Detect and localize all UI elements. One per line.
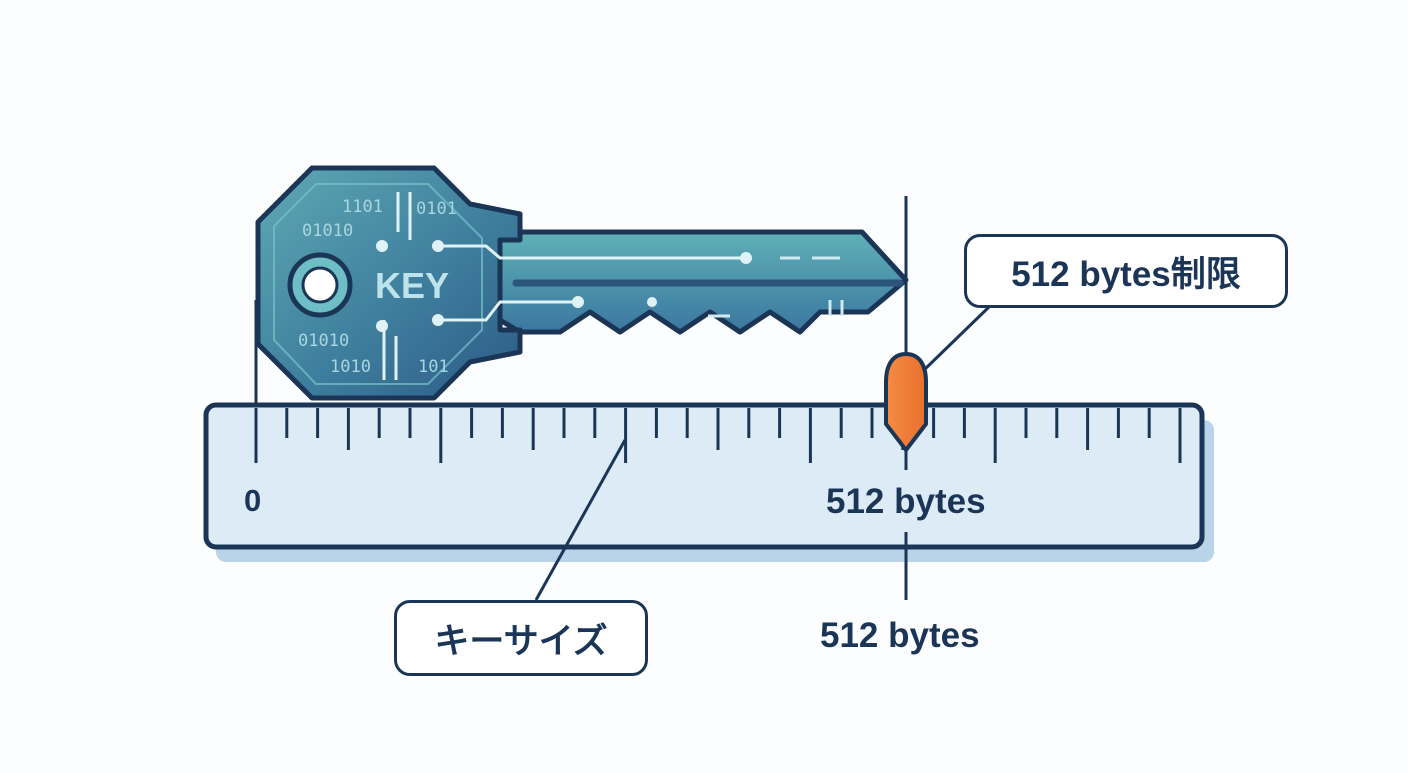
binary-pattern: 1101 01010 0101 01010 1010 101 — [298, 197, 457, 377]
binary-row: 01010 — [302, 221, 353, 241]
binary-row: 1101 — [342, 197, 383, 217]
key-head — [255, 165, 523, 401]
key-icon: 1101 01010 0101 01010 1010 101 KEY — [255, 165, 909, 401]
key-head-inner — [273, 183, 483, 385]
limit-marker — [884, 352, 928, 452]
ruler — [203, 402, 1205, 550]
limit-callout: 512 bytes制限 — [964, 234, 1288, 308]
circuit-nodes — [376, 240, 752, 332]
key-size-callout: キーサイズ — [394, 600, 648, 676]
binary-row: 1010 — [330, 357, 371, 377]
binary-row: 01010 — [298, 331, 349, 351]
ruler-limit-label: 512 bytes — [826, 482, 986, 521]
binary-row: 0101 — [416, 199, 457, 219]
key-size-callout-connector — [534, 439, 627, 601]
key-label: KEY — [375, 265, 449, 306]
key-hole-center — [301, 266, 339, 304]
ruler-zero-label: 0 — [244, 483, 262, 518]
limit-callout-connector — [922, 304, 992, 372]
limit-line-label: 512 bytes — [820, 616, 980, 655]
binary-row: 101 — [418, 357, 449, 377]
